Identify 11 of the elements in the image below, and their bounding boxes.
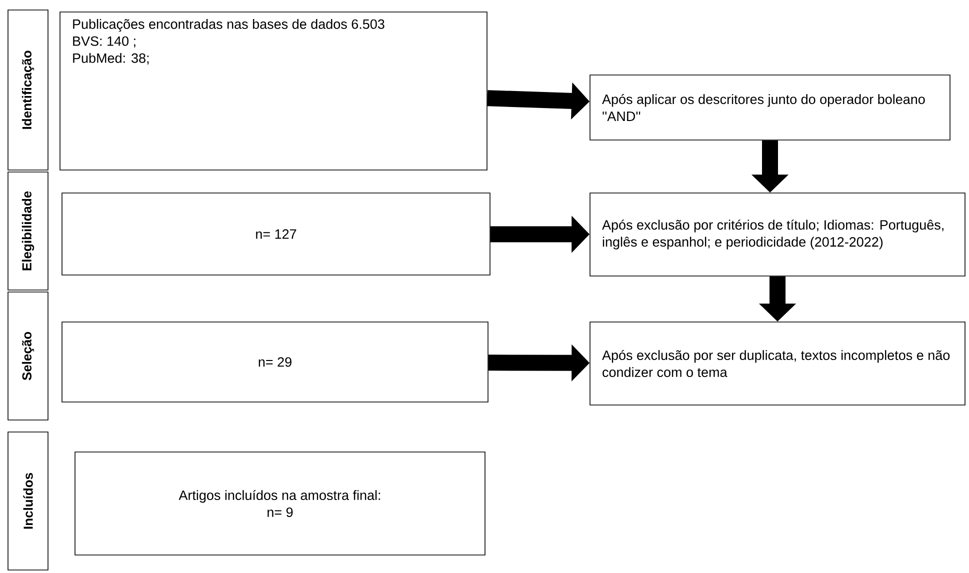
process-box: Após exclusão por ser duplicata, textos incompletos e não condizer com o tema xyxy=(590,322,966,406)
process-box: Artigos incluídos na amostra final: n= 9 xyxy=(74,452,486,556)
process-box: n= 29 xyxy=(62,322,488,402)
process-box: Publicações encontradas nas bases de dados 6.503 BVS: 140 ; PubMed: 38; xyxy=(60,12,488,170)
stage-label-box: Incluídos xyxy=(8,432,48,570)
process-box: Após aplicar os descritores junto do operador boleano ''AND'' xyxy=(590,74,950,140)
process-box: n= 127 xyxy=(62,192,490,276)
stage-label-box: Elegibilidade xyxy=(8,172,48,290)
stage-label-box: Identificação xyxy=(8,10,48,170)
stage-label-box: Seleção xyxy=(8,292,48,420)
process-box: Após exclusão por critérios de título; Idiomas: Português, inglês e espanhol; e periodicidade (2012-2022) xyxy=(590,192,966,276)
